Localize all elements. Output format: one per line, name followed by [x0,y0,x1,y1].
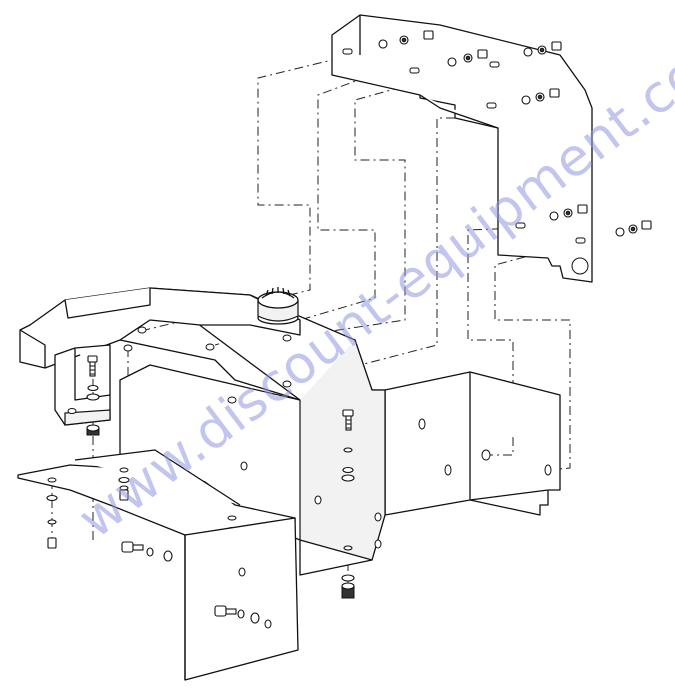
bolt-washer-set [549,204,588,221]
upper-mounting-plate [331,14,593,283]
bolt-washer-set [615,220,652,237]
stud [123,344,133,352]
bolt-washer-set [523,41,562,57]
round-hole [264,619,272,629]
stud [282,380,292,388]
main-housing [119,287,386,576]
center-bolt-stack [341,409,355,599]
stud [282,334,292,342]
stud [137,326,147,334]
guard-panel-fasteners [121,541,260,624]
round-hole [119,467,129,473]
round-hole [481,449,491,461]
bolt-washer-set [521,88,560,105]
stud [205,343,215,351]
fuel-cap [257,287,299,325]
bolt-washer-set [447,49,488,67]
stud [374,539,382,549]
round-hole [444,464,452,476]
slot-hole [575,237,586,244]
front-guard-panel [184,517,299,681]
round-hole [227,515,237,521]
slot-hole [409,67,420,74]
round-hole [67,408,77,414]
stud [240,461,248,471]
round-hole [544,464,552,476]
round-hole [418,418,426,430]
slot-hole [486,102,497,109]
stud [314,495,322,505]
slot-hole [489,61,500,68]
left-bracket [54,344,111,426]
slot-hole [515,222,526,229]
round-hole [47,477,57,483]
stud [374,512,382,522]
left-bracket-bolt-stack [86,355,100,436]
stud [227,396,237,404]
bolt-washer-set [378,30,434,49]
slot-hole [342,48,353,55]
upper-plate-fasteners [378,30,652,237]
round-hole [571,257,589,275]
round-hole [238,567,246,577]
right-lower-bracket [384,371,561,516]
